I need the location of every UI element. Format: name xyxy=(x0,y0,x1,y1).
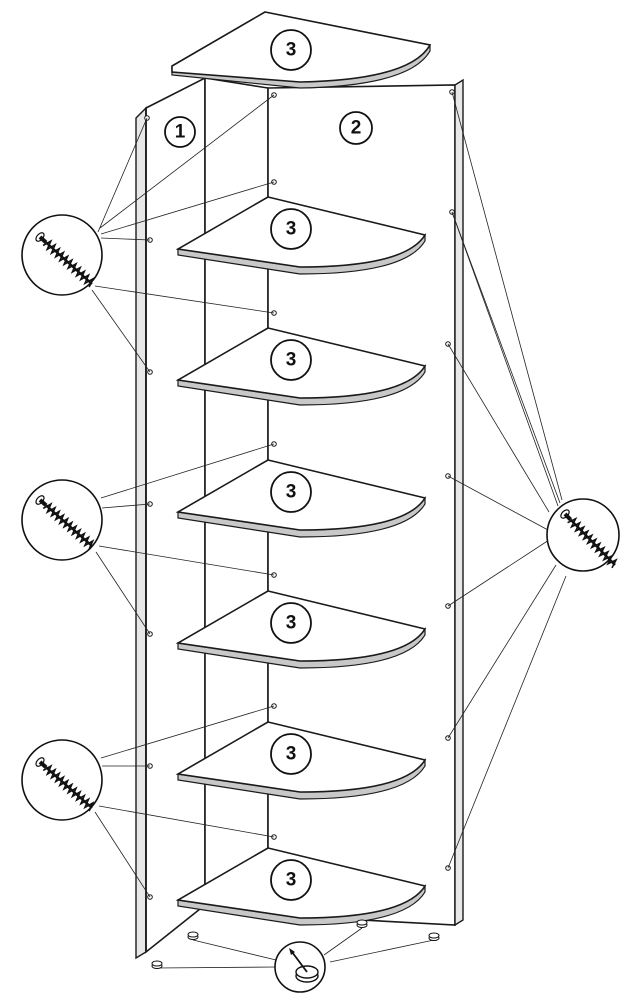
leader-line xyxy=(100,443,275,499)
leader-line xyxy=(329,939,435,963)
leader-line xyxy=(99,94,275,229)
badge-shelf: 3 xyxy=(270,859,312,901)
leader-line xyxy=(95,551,151,635)
leader-line xyxy=(100,181,275,235)
leader-line xyxy=(156,966,277,969)
badge-label-shelf: 3 xyxy=(286,613,297,634)
badge-back-panel: 2 xyxy=(339,111,373,145)
leader-line xyxy=(447,343,550,513)
leader-line xyxy=(447,564,557,739)
leader-line xyxy=(447,575,567,869)
confirmat-screw-icon xyxy=(21,739,103,821)
badge-label-shelf: 3 xyxy=(286,744,297,765)
leader-line xyxy=(100,237,151,241)
badge-shelf: 3 xyxy=(270,733,312,775)
leader-line xyxy=(447,475,549,531)
foot-glide xyxy=(187,931,199,940)
leader-line xyxy=(192,939,277,961)
leader-line xyxy=(94,811,151,898)
badge-side-panel: 1 xyxy=(164,116,196,148)
badge-shelf: 3 xyxy=(270,208,312,250)
leader-line xyxy=(451,211,559,507)
leader-line xyxy=(98,545,275,576)
foot-glide xyxy=(151,960,163,969)
leader-line xyxy=(447,539,550,607)
leader-line xyxy=(100,705,275,759)
badge-label-shelf: 3 xyxy=(286,350,297,371)
badge-label-side-panel: 1 xyxy=(175,122,186,143)
foot-glide xyxy=(428,932,440,941)
badge-shelf: 3 xyxy=(270,339,312,381)
callouts xyxy=(21,214,620,993)
leader-line xyxy=(451,91,563,501)
leader-line xyxy=(323,927,363,956)
shelf-badges: 3 3 3 3 3 3 3 xyxy=(270,29,312,901)
badge-label-shelf: 3 xyxy=(286,40,297,61)
leader-line xyxy=(91,289,151,373)
badge-label-back-panel: 2 xyxy=(351,118,362,139)
confirmat-screw-icon xyxy=(21,214,103,296)
foot-glide xyxy=(356,919,368,928)
leader-line xyxy=(98,805,275,838)
nail-on-glide-icon xyxy=(274,941,326,993)
leader-line xyxy=(94,285,275,314)
badge-label-shelf: 3 xyxy=(286,870,297,891)
confirmat-screw-icon xyxy=(546,498,620,572)
leader-line xyxy=(101,503,151,509)
leader-line xyxy=(97,117,148,233)
confirmat-screw-icon xyxy=(21,479,103,561)
badge-label-shelf: 3 xyxy=(286,482,297,503)
badge-label-shelf: 3 xyxy=(286,219,297,240)
leader-line xyxy=(451,211,561,504)
leader-lines xyxy=(91,91,567,969)
side-panel xyxy=(135,76,206,960)
badge-shelf: 3 xyxy=(270,29,312,71)
badge-shelf: 3 xyxy=(270,471,312,513)
badge-shelf: 3 xyxy=(270,602,312,644)
